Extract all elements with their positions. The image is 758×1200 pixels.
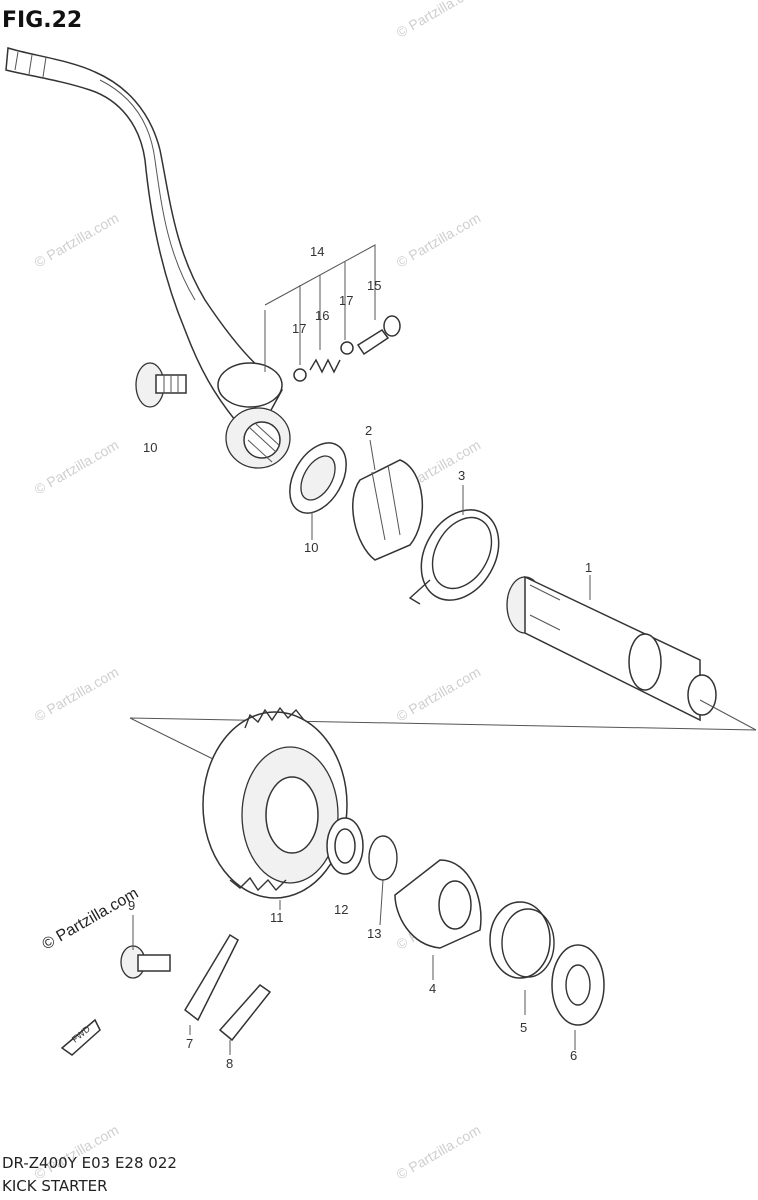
watermark: © Partzilla.com [394, 1122, 484, 1183]
callout: 12 [334, 902, 348, 917]
detent-parts [264, 244, 401, 382]
callout: 10 [143, 440, 157, 455]
callout: 3 [458, 468, 465, 483]
kick-guide [352, 459, 423, 561]
oil-seal [289, 442, 347, 514]
callout: 4 [429, 981, 436, 996]
callout: 14 [310, 244, 324, 259]
callout: 7 [186, 1036, 193, 1051]
kick-ratchet [394, 859, 482, 949]
model-code: DR-Z400Y E03 E28 022 [2, 1154, 177, 1172]
watermark-feature: © Partzilla.com [40, 885, 142, 954]
watermark: © Partzilla.com [32, 437, 122, 498]
leader-lines [132, 439, 591, 1055]
kick-lever [5, 47, 291, 469]
ratchet-spring [489, 901, 555, 979]
lever-bolt [135, 362, 187, 408]
figure-title: FIG.22 [2, 8, 82, 33]
kick-spring [408, 509, 500, 605]
watermark: © Partzilla.com [32, 1122, 122, 1183]
callout: 17 [339, 293, 353, 308]
callout: 1 [585, 560, 592, 575]
callout: 17 [292, 321, 306, 336]
callout: 2 [365, 423, 372, 438]
callout: 9 [128, 898, 135, 913]
section-line [129, 699, 757, 761]
stopper-bolt [120, 945, 171, 979]
callout: 6 [570, 1048, 577, 1063]
kick-shaft [506, 575, 717, 722]
callout: 8 [226, 1056, 233, 1071]
stopper-plate [184, 933, 239, 1022]
thrust-washer [551, 944, 605, 1026]
fwd-arrow: FWD [60, 1018, 101, 1056]
watermark: © Partzilla.com [32, 210, 122, 271]
watermark: © Partzilla.com [394, 210, 484, 271]
callout: 15 [367, 278, 381, 293]
callout: 5 [520, 1020, 527, 1035]
circlip [368, 835, 398, 881]
callout: 10 [304, 540, 318, 555]
watermark: © Partzilla.com [32, 664, 122, 725]
kick-gear [202, 706, 348, 899]
callout: 11 [270, 910, 284, 925]
washer [326, 817, 364, 875]
callout: 16 [315, 308, 329, 323]
watermark: © Partzilla.com [394, 0, 484, 41]
callout: 13 [367, 926, 381, 941]
section-name: KICK STARTER [2, 1177, 108, 1195]
watermark: © Partzilla.com [394, 664, 484, 725]
guide-plate [218, 984, 272, 1042]
